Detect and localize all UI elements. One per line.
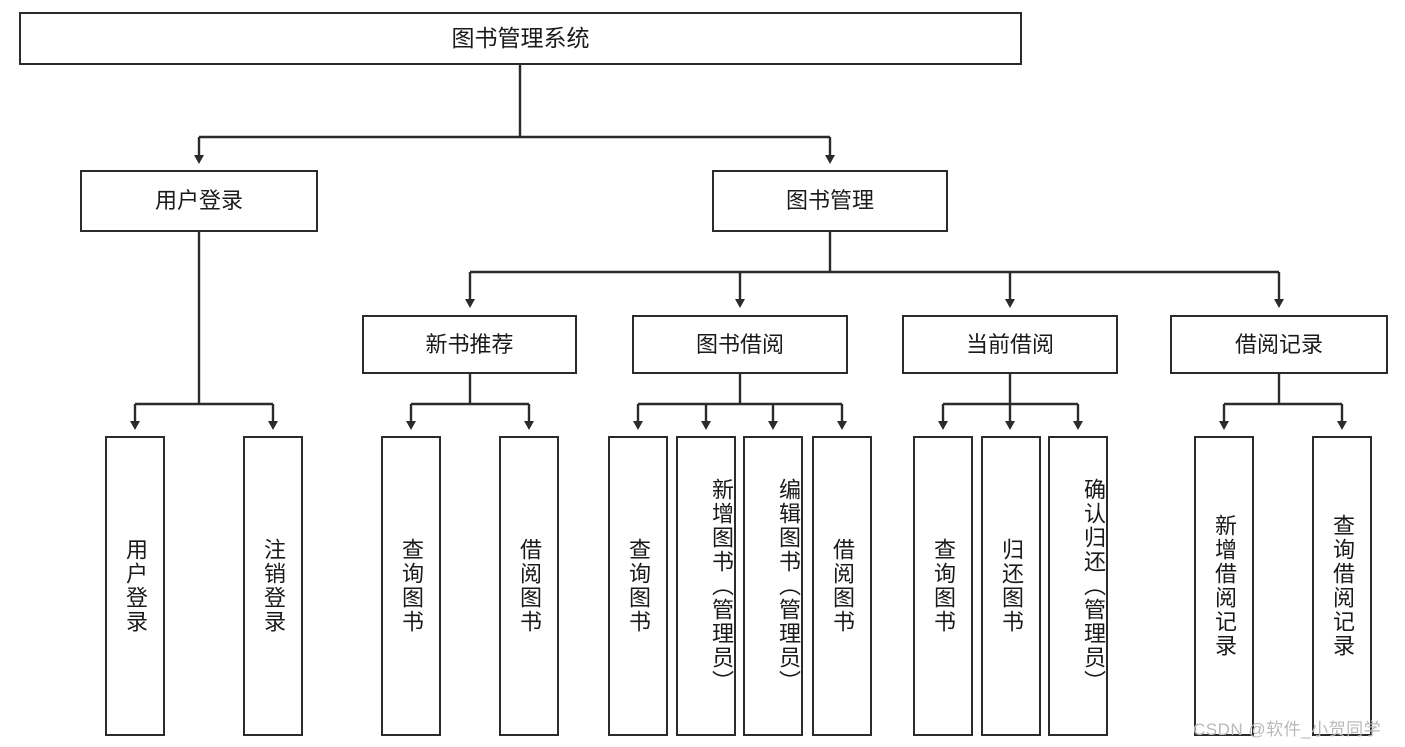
node-book-borrow-label: 图书借阅: [695, 331, 784, 357]
node-leaf-query-book-3-label: 查询图书: [930, 538, 956, 634]
node-book-manage[interactable]: 图书管理: [712, 170, 948, 232]
node-leaf-user-logout[interactable]: 注销登录: [243, 436, 303, 736]
node-leaf-add-record-label: 新增借阅记录: [1211, 514, 1237, 658]
node-leaf-return-book[interactable]: 归还图书: [981, 436, 1041, 736]
node-new-book-rec-label: 新书推荐: [425, 331, 514, 357]
node-leaf-query-book-1[interactable]: 查询图书: [381, 436, 441, 736]
node-leaf-confirm-return-label: 确认归还（管理员）: [1081, 478, 1106, 694]
node-leaf-borrow-book-1-label: 借阅图书: [516, 538, 542, 634]
node-leaf-add-book-label: 新增图书（管理员）: [709, 478, 734, 694]
node-current-borrow-label: 当前借阅: [965, 331, 1054, 357]
node-leaf-user-login-label: 用户登录: [122, 538, 148, 634]
node-root[interactable]: 图书管理系统: [19, 12, 1022, 65]
node-borrow-record[interactable]: 借阅记录: [1170, 315, 1388, 374]
node-leaf-borrow-book-2[interactable]: 借阅图书: [812, 436, 872, 736]
node-book-manage-label: 图书管理: [785, 188, 874, 214]
node-current-borrow[interactable]: 当前借阅: [902, 315, 1118, 374]
node-leaf-edit-book[interactable]: 编辑图书（管理员）: [743, 436, 803, 736]
node-leaf-query-record[interactable]: 查询借阅记录: [1312, 436, 1372, 736]
node-borrow-record-label: 借阅记录: [1234, 331, 1323, 357]
node-root-label: 图书管理系统: [451, 24, 590, 51]
node-leaf-borrow-book-2-label: 借阅图书: [829, 538, 855, 634]
node-user-login[interactable]: 用户登录: [80, 170, 318, 232]
node-leaf-return-book-label: 归还图书: [998, 538, 1024, 634]
node-user-login-label: 用户登录: [154, 188, 243, 214]
node-leaf-confirm-return[interactable]: 确认归还（管理员）: [1048, 436, 1108, 736]
node-leaf-query-book-2-label: 查询图书: [625, 538, 651, 634]
node-leaf-user-login[interactable]: 用户登录: [105, 436, 165, 736]
node-leaf-user-logout-label: 注销登录: [260, 538, 286, 634]
node-leaf-query-record-label: 查询借阅记录: [1329, 514, 1355, 658]
node-leaf-edit-book-label: 编辑图书（管理员）: [776, 478, 801, 694]
node-leaf-borrow-book-1[interactable]: 借阅图书: [499, 436, 559, 736]
node-leaf-add-record[interactable]: 新增借阅记录: [1194, 436, 1254, 736]
node-book-borrow[interactable]: 图书借阅: [632, 315, 848, 374]
csdn-watermark: CSDN @软件_小贺同学: [1193, 720, 1382, 739]
node-leaf-query-book-2[interactable]: 查询图书: [608, 436, 668, 736]
node-new-book-rec[interactable]: 新书推荐: [362, 315, 577, 374]
node-leaf-query-book-3[interactable]: 查询图书: [913, 436, 973, 736]
node-leaf-add-book[interactable]: 新增图书（管理员）: [676, 436, 736, 736]
node-leaf-query-book-1-label: 查询图书: [398, 538, 424, 634]
